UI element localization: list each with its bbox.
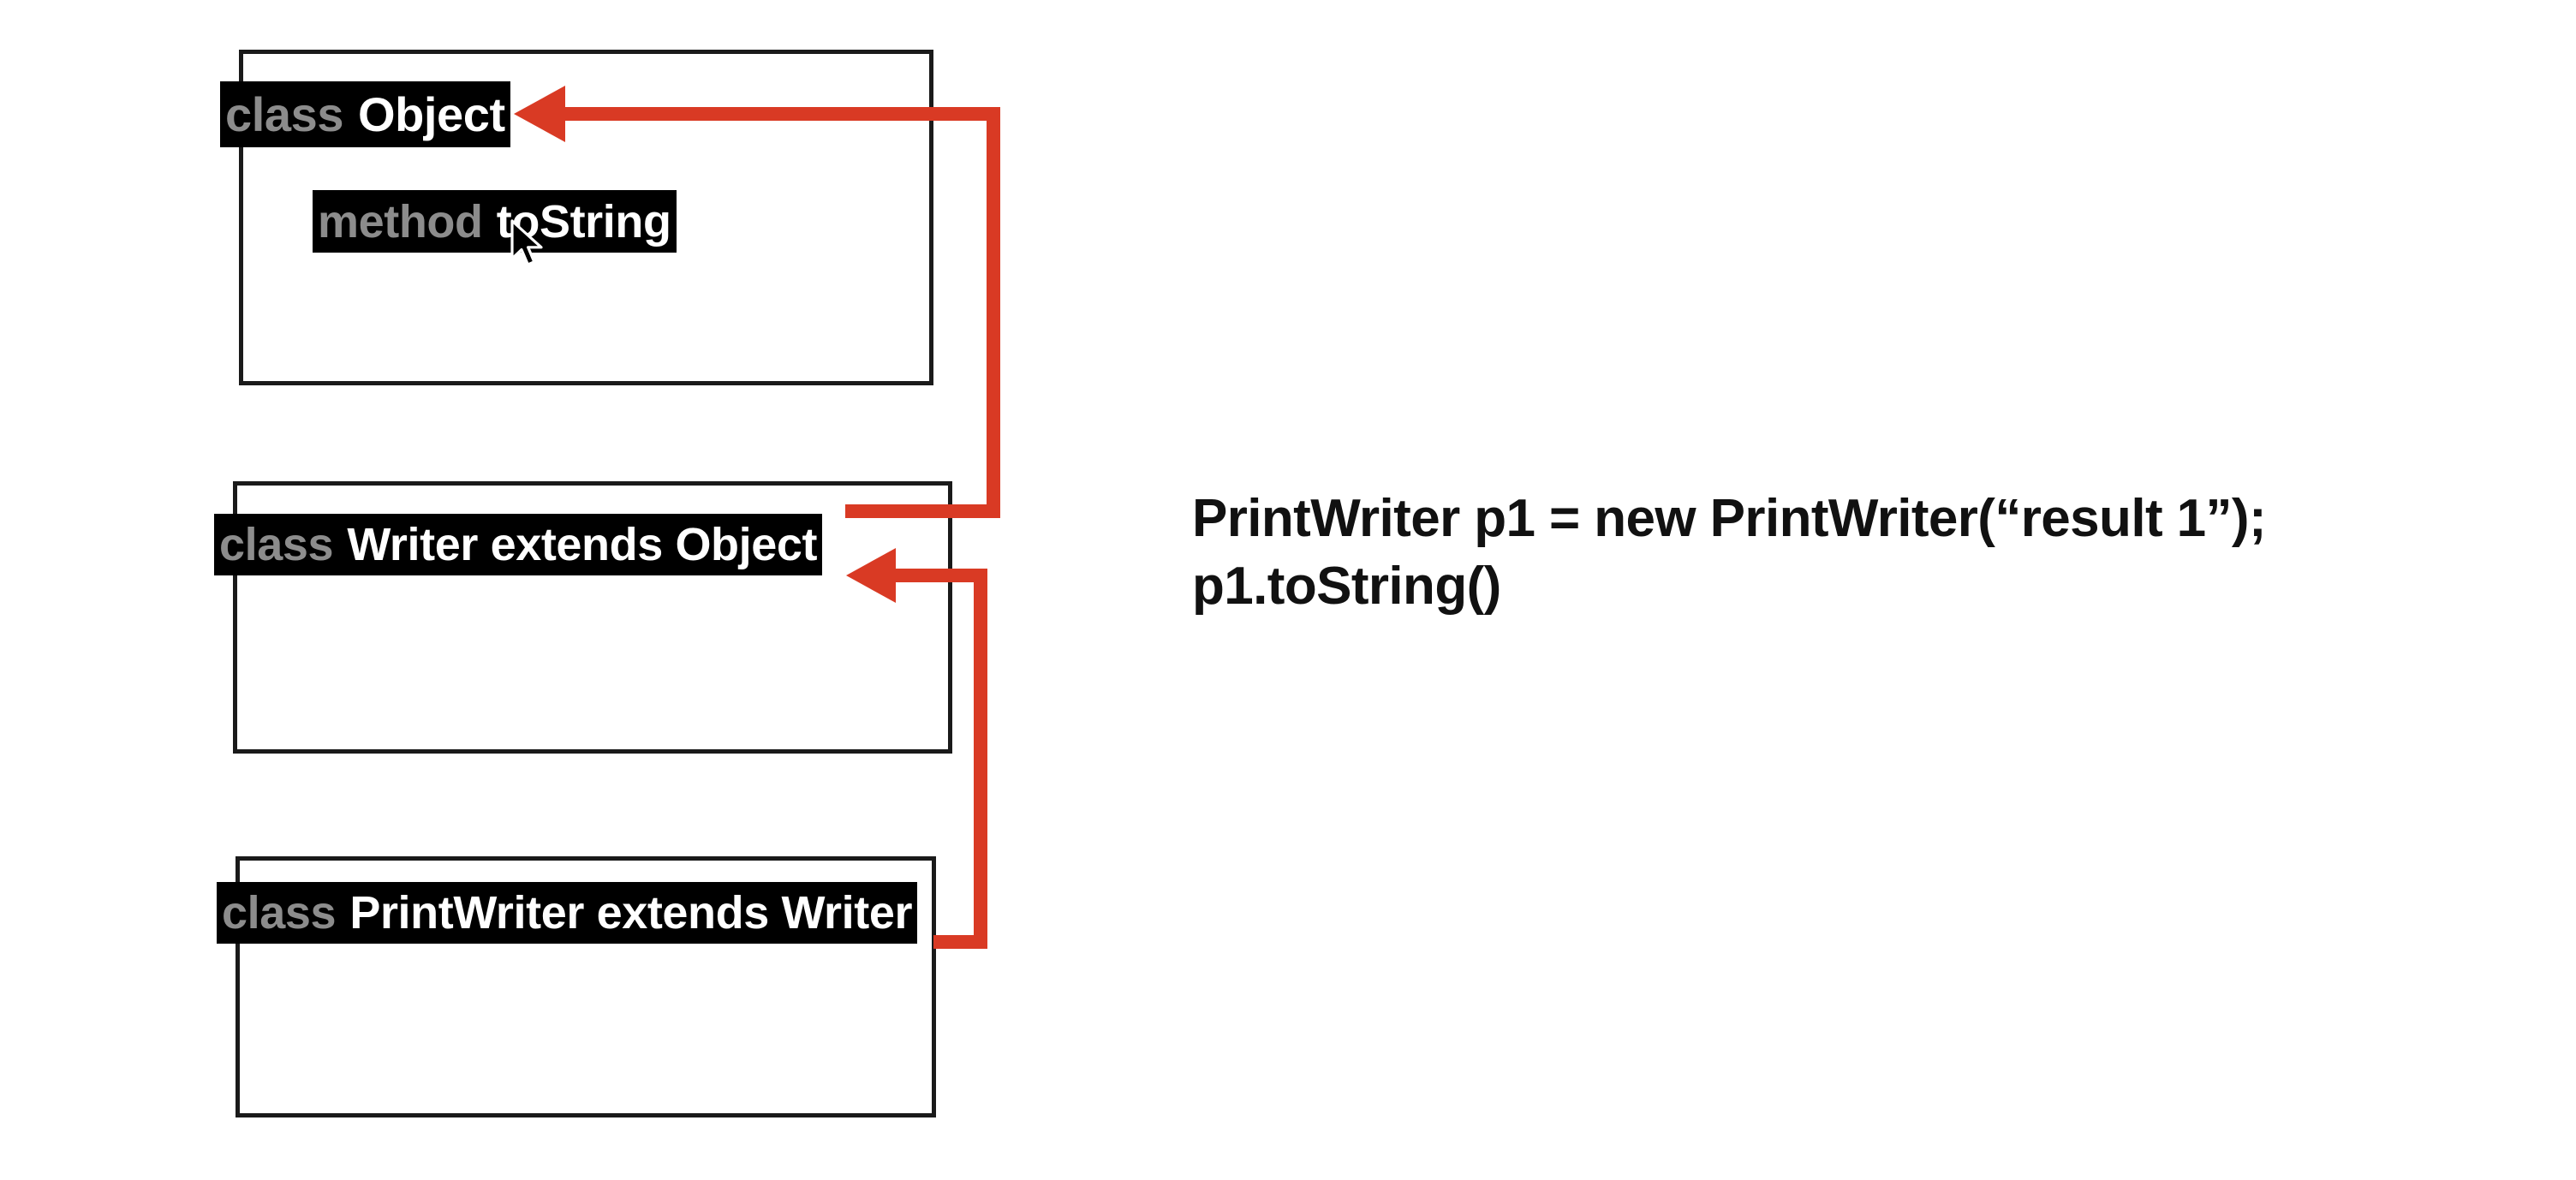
keyword-method: method bbox=[318, 195, 483, 247]
method-label-tostring[interactable]: method toString bbox=[313, 190, 677, 253]
mouse-pointer-icon bbox=[510, 219, 543, 266]
code-line-2: p1.toString() bbox=[1192, 557, 1501, 617]
class-name-printwriter: PrintWriter extends Writer bbox=[349, 887, 913, 939]
keyword-class: class bbox=[219, 519, 334, 570]
code-line-1: PrintWriter p1 = new PrintWriter(“result… bbox=[1192, 489, 2267, 548]
class-label-writer[interactable]: class Writer extends Object bbox=[214, 514, 823, 575]
keyword-class: class bbox=[225, 87, 344, 141]
class-label-object[interactable]: class Object bbox=[220, 81, 510, 147]
code-snippet: PrintWriter p1 = new PrintWriter(“result… bbox=[1192, 485, 2267, 621]
class-name-object: Object bbox=[357, 87, 505, 141]
class-name-writer: Writer extends Object bbox=[347, 519, 818, 570]
class-label-printwriter[interactable]: class PrintWriter extends Writer bbox=[217, 882, 918, 944]
keyword-class: class bbox=[222, 887, 337, 939]
